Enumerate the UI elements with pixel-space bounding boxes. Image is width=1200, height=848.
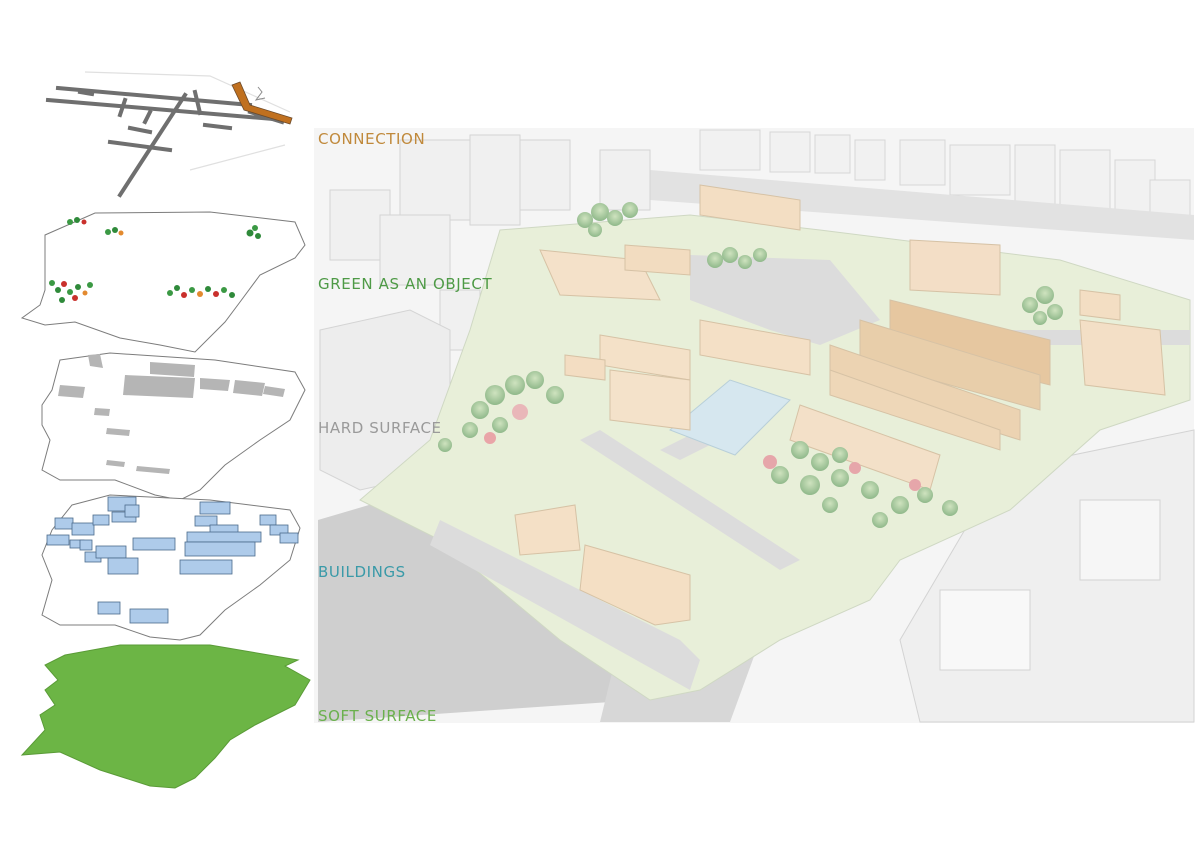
green-cluster-north-west <box>67 217 124 236</box>
water-pool <box>669 379 791 456</box>
green-cluster-north-east <box>246 225 261 239</box>
label-green-as-an-object: GREEN AS AN OBJECT <box>318 275 493 293</box>
building-blocks <box>46 496 299 624</box>
tree-cluster-east <box>1022 286 1063 325</box>
label-soft-surface: SOFT SURFACE <box>318 707 437 725</box>
hard-surface-patches <box>58 354 285 474</box>
label-hard-surface: HARD SURFACE <box>318 419 442 437</box>
layer-hard-drawing <box>41 352 306 501</box>
label-connection: CONNECTION <box>318 130 426 148</box>
tree-cluster-center-north <box>707 247 767 269</box>
layer-buildings-drawing <box>41 494 301 641</box>
green-cluster-west <box>49 280 93 303</box>
label-buildings: BUILDINGS <box>318 563 406 581</box>
layer-soft-drawing <box>20 644 311 789</box>
layer-green-drawing <box>20 211 306 353</box>
aerial-site-view <box>314 128 1195 723</box>
tree-cluster-south <box>763 441 958 528</box>
connection-bridge <box>231 81 293 125</box>
context-buildings-right <box>899 429 1195 723</box>
layer-connection-drawing <box>45 71 293 198</box>
tree-cluster-west <box>438 371 564 452</box>
context-buildings-top <box>650 129 1194 240</box>
site-buildings <box>514 184 1166 626</box>
tree-cluster-north <box>577 202 638 237</box>
green-cluster-center <box>167 285 235 298</box>
